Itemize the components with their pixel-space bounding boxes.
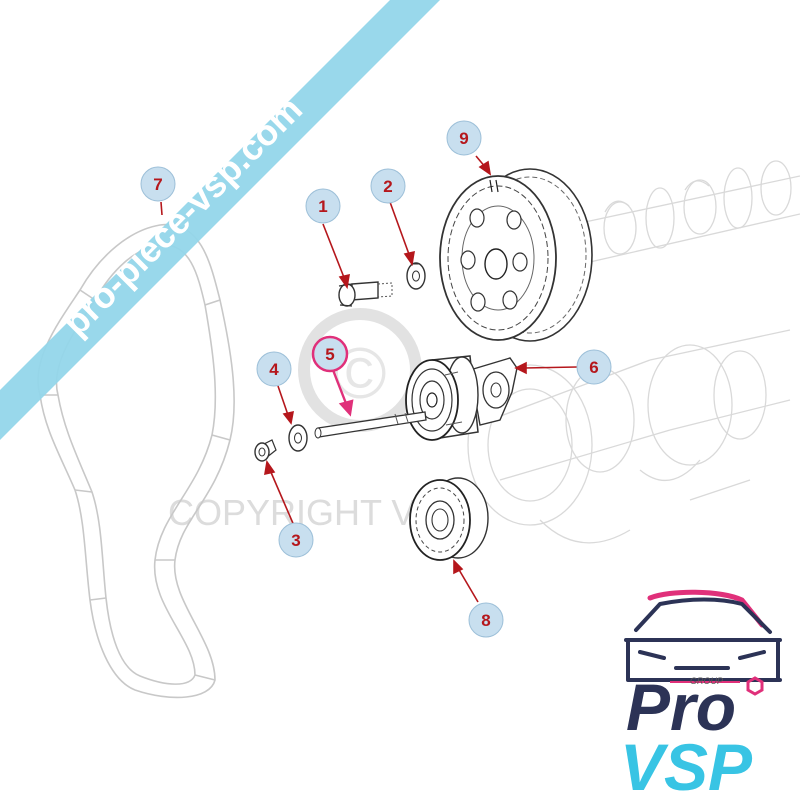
callout-7: 7: [140, 166, 176, 202]
callout-8: 8: [468, 602, 504, 638]
callout-label: 5: [325, 345, 334, 364]
stud-icon: [314, 411, 427, 439]
car-outline-icon: [624, 589, 782, 682]
callout-6: 6: [576, 349, 612, 385]
callout-label: 3: [291, 531, 300, 550]
nut-icon: [254, 439, 277, 462]
callout-label: 1: [318, 197, 327, 216]
banner-text: pro-piece-vsp.com: [55, 88, 310, 343]
callout-label: 6: [589, 358, 598, 377]
washer-icon: [288, 424, 308, 452]
logo-vsp-text: VSP: [620, 730, 753, 800]
camshaft-ghost: [584, 160, 800, 263]
camshaft-sprocket-icon: [439, 168, 593, 342]
leader-line-5: [331, 369, 354, 417]
callout-5: 5: [311, 335, 349, 373]
callout-label: 9: [459, 129, 468, 148]
callout-2: 2: [370, 168, 406, 204]
callout-label: 2: [383, 177, 392, 196]
bolt-icon: [338, 281, 393, 307]
leader-lines: [160, 155, 578, 603]
callout-9: 9: [446, 120, 482, 156]
hex-nut-icon: [746, 676, 764, 696]
callout-4: 4: [256, 351, 292, 387]
callout-3: 3: [278, 522, 314, 558]
callout-label: 4: [269, 360, 279, 379]
washer-icon: [406, 262, 426, 290]
crankshaft-ghost: [467, 329, 791, 544]
callout-label: 8: [481, 611, 490, 630]
logo-group-text: GROUP: [690, 676, 723, 686]
callout-1: 1: [305, 188, 341, 224]
tensioner-pulley-icon: [405, 355, 518, 441]
callout-label: 7: [153, 175, 162, 194]
crankshaft-sprocket-icon: [409, 477, 489, 561]
logo-pro-text: Pro: [626, 670, 736, 744]
provsp-logo: GROUP Pro VSP: [620, 589, 782, 800]
